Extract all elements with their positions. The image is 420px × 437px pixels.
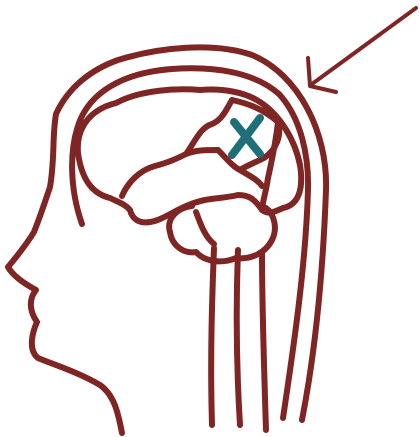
x-mark-icon: [232, 118, 260, 155]
brainstem-back: [237, 250, 240, 425]
brain-region-boundary-lower: [218, 150, 262, 186]
brain-occipital-boundary: [262, 122, 278, 210]
brain-sulcus-central: [186, 100, 232, 154]
brainstem-front: [211, 248, 214, 425]
head-outline: [8, 47, 326, 433]
cerebellum-fold: [196, 212, 214, 244]
arrow-icon: [308, 8, 416, 92]
brain-sulcus-lateral: [122, 150, 218, 196]
spinal-cord-outer: [262, 252, 266, 430]
